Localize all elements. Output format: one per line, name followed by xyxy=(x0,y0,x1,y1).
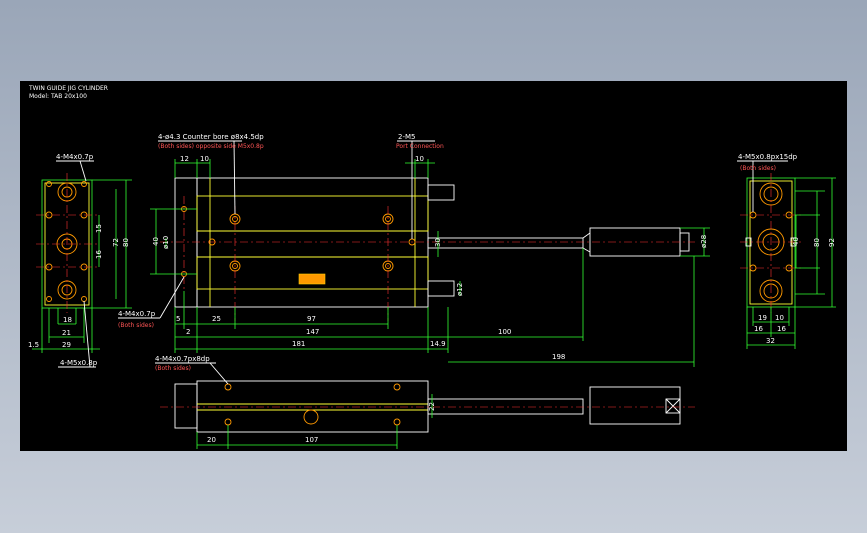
main-dim-198: 198 xyxy=(552,353,565,361)
front-callout-bottom: 4-M5x0.8p xyxy=(60,359,98,367)
side-dim-80: 80 xyxy=(813,238,821,247)
main-dim-30: 30 xyxy=(434,238,442,247)
main-guide-rod-bottom xyxy=(427,280,455,297)
main-view: 40 ø10 30 ø12 ø28 12 10 10 5 25 xyxy=(118,133,710,367)
side-dim-16b: 16 xyxy=(777,325,786,333)
bottom-center-hole xyxy=(303,409,319,425)
bottom-dim-107: 107 xyxy=(305,436,318,444)
side-dim-40: 40 xyxy=(792,237,800,246)
bottom-body-outline xyxy=(196,380,429,433)
title-line-1: TWIN GUIDE JIG CYLINDER xyxy=(28,85,108,92)
main-dim-40: 40 xyxy=(152,237,160,246)
side-callout-sub: (Both sides) xyxy=(740,165,776,172)
front-dim-16: 16 xyxy=(95,250,103,259)
bottom-rod-end xyxy=(589,386,681,425)
front-dim-29: 29 xyxy=(62,341,71,349)
title-line-2: Model: TAB 20x100 xyxy=(29,93,87,100)
main-dim-97: 97 xyxy=(307,315,316,323)
main-piston-rod xyxy=(427,237,584,249)
bottom-end-plate xyxy=(174,383,198,429)
main-dim-12: 12 xyxy=(180,155,189,163)
side-dim-92: 92 xyxy=(828,238,836,247)
main-callout-side: 4-M4x0.7p xyxy=(118,310,156,318)
main-end-plate xyxy=(174,177,198,308)
main-callout-bore: 4-ø4.3 Counter bore ø8x4.5dp xyxy=(158,133,264,141)
bottom-callout: 4-M4x0.7px8dp xyxy=(155,355,210,363)
bottom-dim-22: 22 xyxy=(428,402,436,411)
front-dim-15: 15 xyxy=(95,224,103,233)
main-dim-14-9: 14.9 xyxy=(430,340,446,348)
main-dim-28: ø28 xyxy=(700,235,708,248)
front-dim-72: 72 xyxy=(112,238,120,247)
main-dim-147: 147 xyxy=(306,328,319,336)
bottom-piston-rod xyxy=(427,398,584,415)
main-callout-port: 2-M5 xyxy=(398,133,415,141)
main-dim-25: 25 xyxy=(212,315,221,323)
front-dim-18: 18 xyxy=(63,316,72,324)
side-callout: 4-M5x0.8px15dp xyxy=(738,153,798,161)
side-view: 40 80 92 19 10 16 16 32 4-M5x0.8px15dp (… xyxy=(737,153,836,349)
main-guide-rod-top xyxy=(427,184,455,201)
bottom-view: 22 20 107 4-M4x0.7px8dp (Both sides) xyxy=(155,355,695,449)
main-nameplate xyxy=(298,273,326,285)
main-dim-10v: ø10 xyxy=(162,236,170,249)
front-dim-21: 21 xyxy=(62,329,71,337)
main-dim-10a: 10 xyxy=(200,155,209,163)
main-dim-5: 5 xyxy=(176,315,180,323)
main-dim-181: 181 xyxy=(292,340,305,348)
side-dim-10: 10 xyxy=(775,314,784,322)
main-dim-2: 2 xyxy=(186,328,190,336)
main-callout-bore-sub: (Both sides) opposite side M5x0.8p xyxy=(158,143,264,150)
main-body-outline xyxy=(196,177,429,308)
front-dim-1-5: 1.5 xyxy=(28,341,39,349)
bottom-dim-20: 20 xyxy=(207,436,216,444)
front-dim-80: 80 xyxy=(122,238,130,247)
main-callout-side-sub: (Both sides) xyxy=(118,322,154,329)
bottom-callout-sub: (Both sides) xyxy=(155,365,191,372)
side-dim-32: 32 xyxy=(766,337,775,345)
main-dim-10b: 10 xyxy=(415,155,424,163)
front-view: 80 72 15 16 18 21 29 1.5 4-M4x0.7p 4-M5x… xyxy=(28,153,132,368)
main-upper-guide xyxy=(196,195,429,232)
side-dim-19: 19 xyxy=(758,314,767,322)
front-callout-holes: 4-M4x0.7p xyxy=(56,153,94,161)
side-dim-16a: 16 xyxy=(754,325,763,333)
main-dim-12v: ø12 xyxy=(456,283,464,296)
cad-drawing: TWIN GUIDE JIG CYLINDER Model: TAB 20x10… xyxy=(28,85,836,449)
main-callout-port-sub: Port Connection xyxy=(396,143,444,150)
cad-viewport[interactable]: TWIN GUIDE JIG CYLINDER Model: TAB 20x10… xyxy=(20,81,847,451)
main-dim-100: 100 xyxy=(498,328,511,336)
